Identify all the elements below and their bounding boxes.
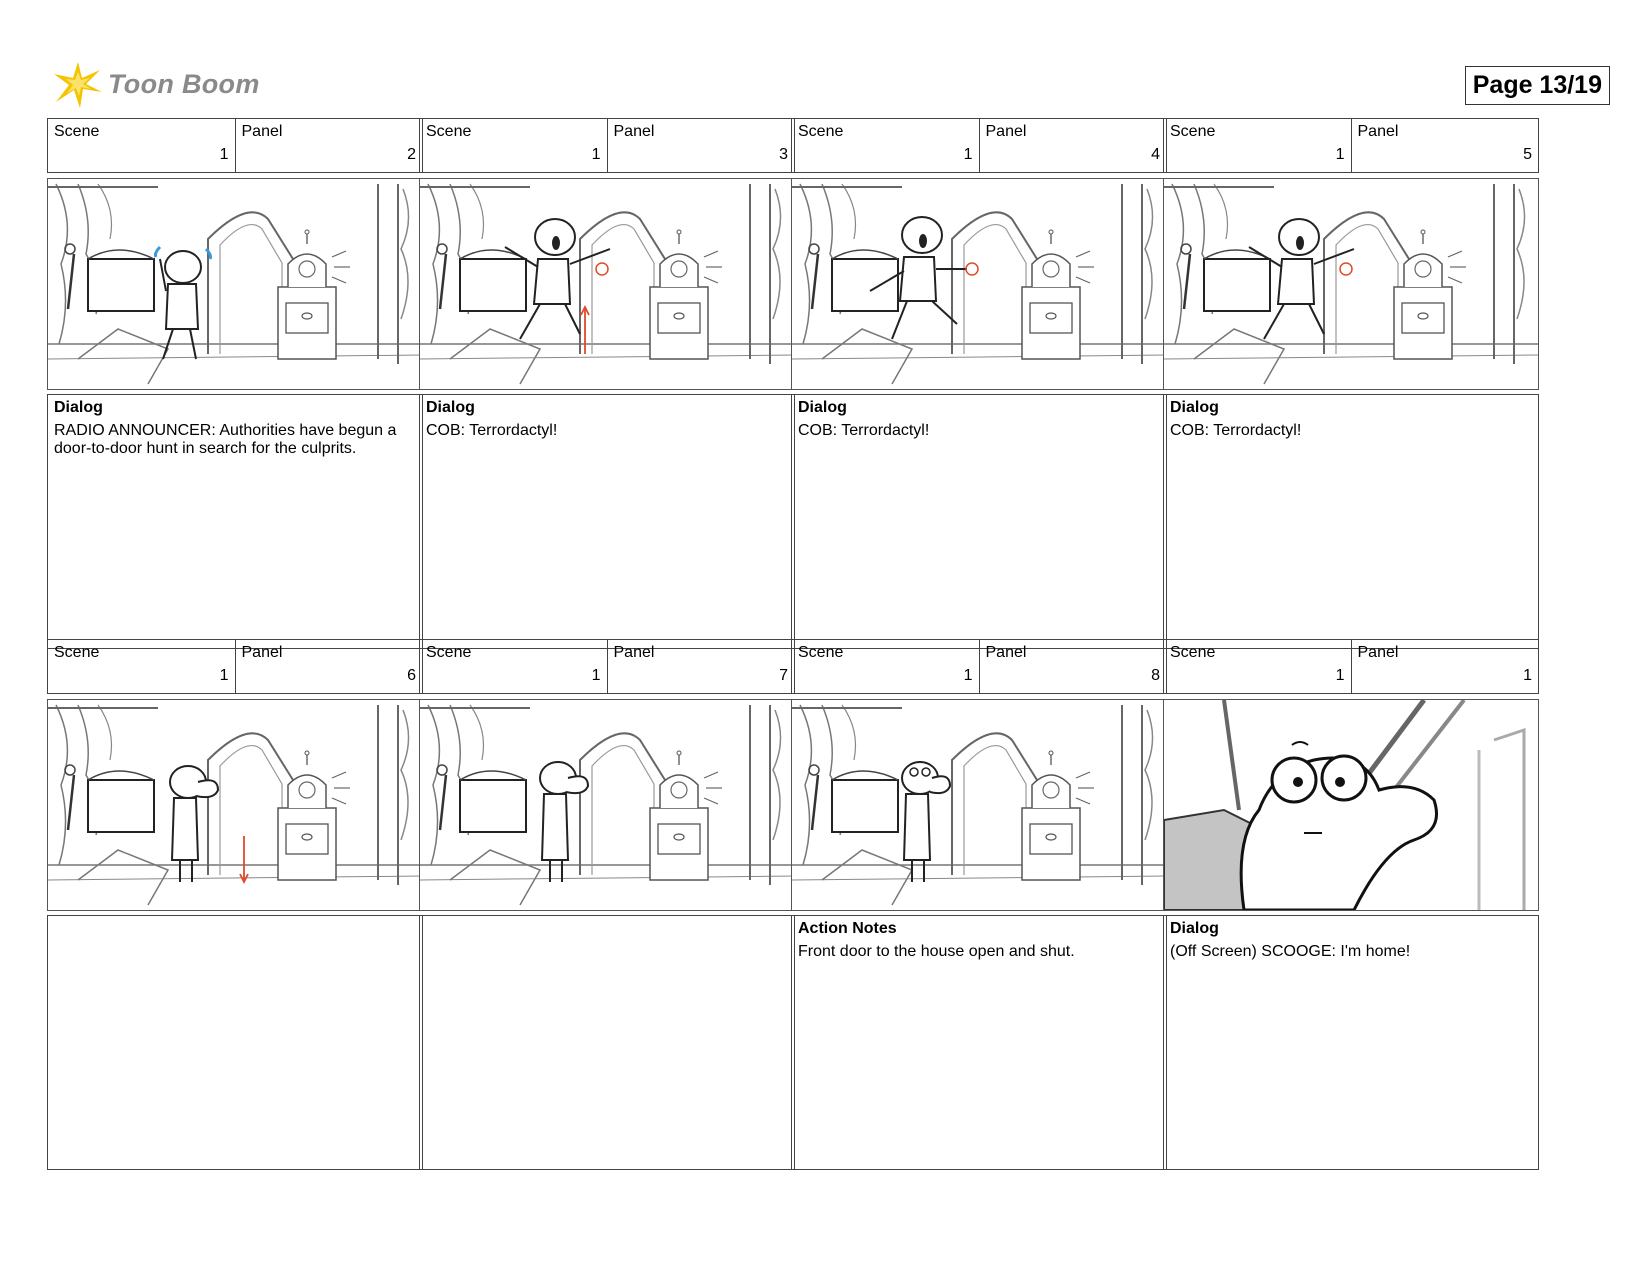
panel-header: Scene 1 Panel 3 — [419, 118, 795, 173]
scene-number: 1 — [963, 667, 973, 684]
scene-number: 1 — [1335, 146, 1345, 163]
panel-number: 7 — [779, 667, 788, 684]
notes-box — [419, 915, 795, 1170]
notes-title: Action Notes — [798, 920, 897, 937]
panel-header: Scene 1 Panel 4 — [791, 118, 1167, 173]
notes-box — [47, 915, 423, 1170]
panel-header: Scene 1 Panel 1 — [1163, 639, 1539, 694]
notes-title: Dialog — [798, 399, 847, 416]
scene-label: Scene — [798, 644, 844, 661]
scene-number: 1 — [1335, 667, 1345, 684]
panel-number: 8 — [1151, 667, 1160, 684]
notes-text: Front door to the house open and shut. — [798, 943, 1075, 960]
scene-label: Scene — [54, 644, 100, 661]
panel-drawing — [1163, 699, 1539, 911]
panel-header: Scene 1 Panel 5 — [1163, 118, 1539, 173]
scene-number: 1 — [963, 146, 973, 163]
panel-number: 2 — [407, 146, 416, 163]
panel-label: Panel — [241, 123, 283, 140]
logo-text: Toon Boom — [108, 68, 260, 99]
panel-drawing — [791, 178, 1167, 390]
notes-title: Dialog — [1170, 920, 1219, 937]
notes-box: Dialog COB: Terrordactyl! — [1163, 394, 1539, 649]
notes-box: Dialog COB: Terrordactyl! — [419, 394, 795, 649]
panel-drawing — [47, 178, 423, 390]
panel-label: Panel — [985, 644, 1027, 661]
panel-label: Panel — [985, 123, 1027, 140]
panel-header: Scene 1 Panel 6 — [47, 639, 423, 694]
panel-label: Panel — [1357, 644, 1399, 661]
scene-label: Scene — [426, 123, 472, 140]
panel-drawing — [419, 699, 795, 911]
panel-label: Panel — [613, 644, 655, 661]
notes-text: COB: Terrordactyl! — [1170, 422, 1302, 439]
notes-text: COB: Terrordactyl! — [426, 422, 558, 439]
panel-number: 1 — [1523, 667, 1532, 684]
panel-drawing — [419, 178, 795, 390]
notes-box: Dialog RADIO ANNOUNCER: Authorities have… — [47, 394, 423, 649]
scene-label: Scene — [426, 644, 472, 661]
scene-label: Scene — [798, 123, 844, 140]
scene-number: 1 — [219, 667, 229, 684]
notes-text: RADIO ANNOUNCER: Authorities have begun … — [54, 422, 397, 457]
toon-boom-logo: Toon Boom — [52, 56, 260, 112]
panel-drawing — [1163, 178, 1539, 390]
panel-label: Panel — [613, 123, 655, 140]
panel-number: 6 — [407, 667, 416, 684]
panel-header: Scene 1 Panel 7 — [419, 639, 795, 694]
notes-text: COB: Terrordactyl! — [798, 422, 930, 439]
notes-title: Dialog — [54, 399, 103, 416]
notes-title: Dialog — [1170, 399, 1219, 416]
scene-label: Scene — [1170, 644, 1216, 661]
scene-number: 1 — [591, 146, 601, 163]
panel-number: 3 — [779, 146, 788, 163]
scene-number: 1 — [591, 667, 601, 684]
scene-number: 1 — [219, 146, 229, 163]
scene-label: Scene — [54, 123, 100, 140]
notes-box: Dialog COB: Terrordactyl! — [791, 394, 1167, 649]
page-number: Page 13/19 — [1464, 66, 1610, 105]
panel-drawing — [791, 699, 1167, 911]
starburst-icon — [54, 62, 102, 108]
panel-header: Scene 1 Panel 8 — [791, 639, 1167, 694]
panel-drawing — [47, 699, 423, 911]
panel-header: Scene 1 Panel 2 — [47, 118, 423, 173]
panel-number: 5 — [1523, 146, 1532, 163]
notes-title: Dialog — [426, 399, 475, 416]
panel-label: Panel — [241, 644, 283, 661]
panel-label: Panel — [1357, 123, 1399, 140]
notes-box: Dialog (Off Screen) SCOOGE: I'm home! — [1163, 915, 1539, 1170]
notes-text: (Off Screen) SCOOGE: I'm home! — [1170, 943, 1411, 960]
scene-label: Scene — [1170, 123, 1216, 140]
panel-number: 4 — [1151, 146, 1160, 163]
notes-box: Action Notes Front door to the house ope… — [791, 915, 1167, 1170]
